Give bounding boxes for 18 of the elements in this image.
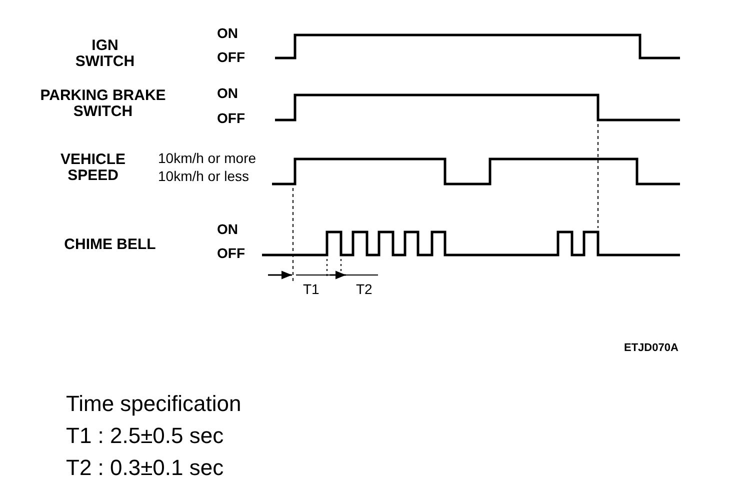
- figure-code: ETJD070A: [624, 343, 678, 355]
- state-label: ON: [217, 86, 238, 101]
- spec-line: T1 : 2.5±0.5 sec: [66, 424, 224, 448]
- signal-name: CHIME BELL: [63, 237, 157, 253]
- signal-name: IGN SWITCH: [74, 38, 136, 70]
- state-label: ON: [217, 26, 238, 41]
- state-label: ON: [217, 222, 238, 237]
- time-label: T2: [356, 282, 372, 297]
- state-label: OFF: [217, 50, 245, 65]
- state-label: 10km/h or less: [158, 169, 250, 184]
- spec-line: T2 : 0.3±0.1 sec: [66, 456, 224, 480]
- signal-name: VEHICLE SPEED: [59, 152, 126, 184]
- state-label: OFF: [217, 246, 245, 261]
- state-label: 10km/h or more: [158, 151, 256, 166]
- signal-name: PARKING BRAKE SWITCH: [39, 88, 167, 120]
- time-label: T1: [303, 282, 320, 297]
- spec-heading: Time specification: [66, 392, 242, 416]
- state-label: OFF: [217, 111, 245, 126]
